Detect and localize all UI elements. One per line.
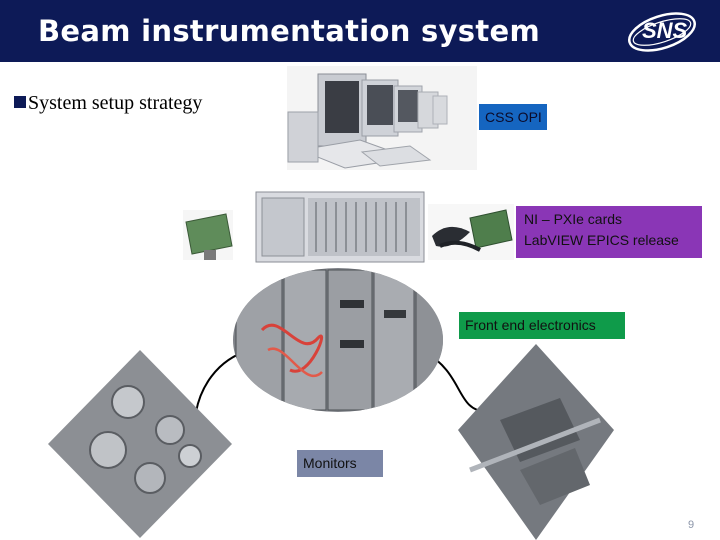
monitors-label: Monitors [297,450,383,477]
slide-title: Beam instrumentation system [38,14,541,48]
sns-logo-icon [628,12,696,52]
page-number: 9 [688,519,695,531]
ni-label-line-2: LabVIEW EPICS release [524,232,679,248]
logo-text: SNS [642,18,688,43]
electronics-racks-photo [233,268,443,412]
bullet-square-icon [14,96,26,108]
css-opi-label: CSS OPI [479,104,547,130]
ni-label-line-1: NI – PXIe cards [524,211,623,227]
pxie-cables-photo [428,204,514,260]
pxie-card-photo [183,210,233,260]
bullet-item: System setup strategy [14,92,202,115]
computer-workstations-photo [287,66,477,170]
sns-logo: SNS [622,8,712,56]
beamline-photo [458,344,614,540]
pxie-chassis-photo [255,191,425,263]
beam-monitors-photo [48,350,232,538]
ni-pxie-label: NI – PXIe cards LabVIEW EPICS release [516,206,702,258]
bullet-text: System setup strategy [28,92,203,114]
title-bar: Beam instrumentation system SNS [0,0,720,62]
front-end-electronics-label: Front end electronics [459,312,625,339]
